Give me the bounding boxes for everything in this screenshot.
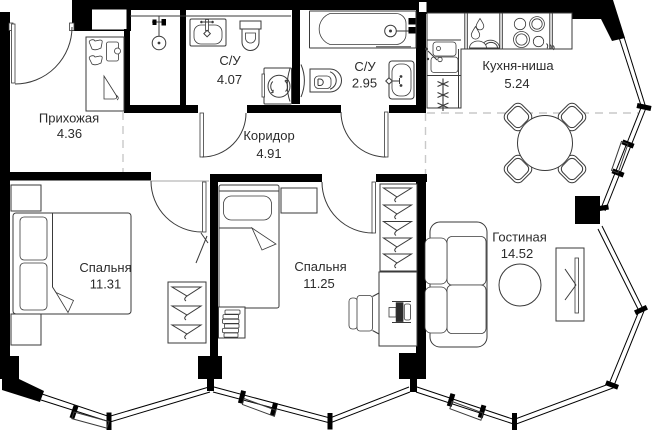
svg-text:С/У: С/У xyxy=(219,53,241,68)
svg-text:4.91: 4.91 xyxy=(256,146,281,161)
svg-text:4.07: 4.07 xyxy=(217,72,242,87)
svg-text:Коридор: Коридор xyxy=(243,128,294,143)
svg-text:Кухня-ниша: Кухня-ниша xyxy=(482,58,554,73)
svg-text:С/У: С/У xyxy=(354,59,376,74)
svg-text:14.52: 14.52 xyxy=(501,246,534,261)
svg-text:2.95: 2.95 xyxy=(352,76,377,91)
svg-text:5.24: 5.24 xyxy=(504,76,529,91)
svg-text:Гостиная: Гостиная xyxy=(492,230,547,245)
svg-text:4.36: 4.36 xyxy=(57,126,82,141)
svg-text:Спальня: Спальня xyxy=(79,260,131,275)
svg-text:11.25: 11.25 xyxy=(303,276,335,291)
svg-text:11.31: 11.31 xyxy=(90,277,122,292)
svg-text:Спальня: Спальня xyxy=(294,259,346,274)
svg-text:Прихожая: Прихожая xyxy=(39,111,99,126)
